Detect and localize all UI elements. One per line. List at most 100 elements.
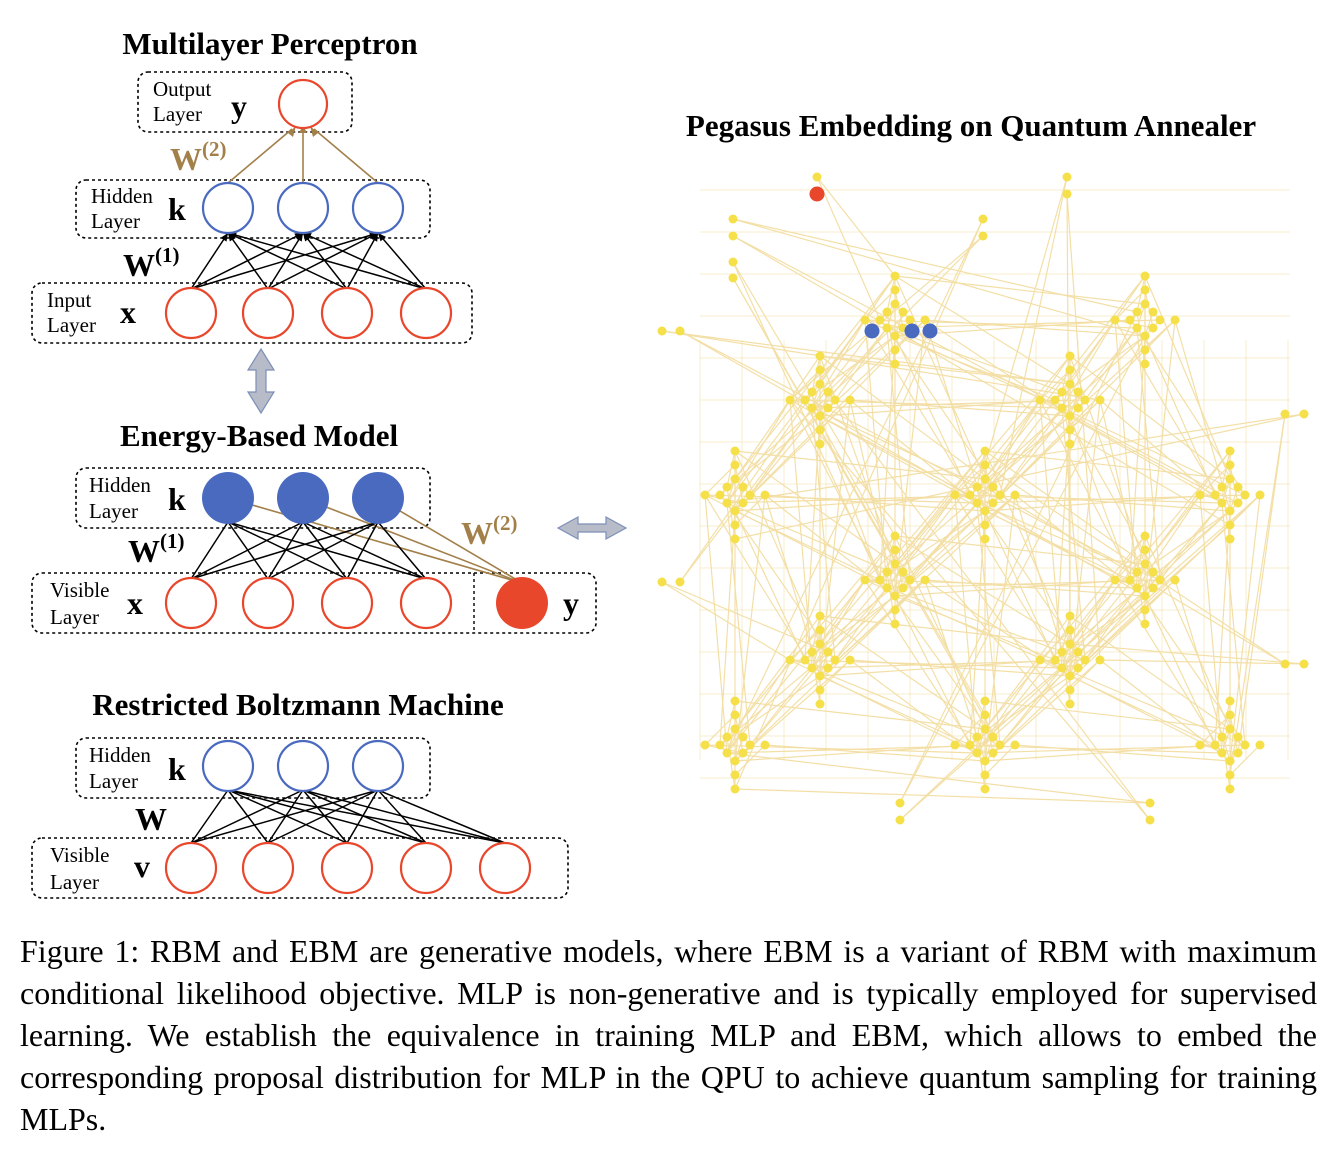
qubit bbox=[890, 271, 900, 281]
mlp-w1-edges bbox=[190, 231, 427, 290]
qubit bbox=[1050, 395, 1060, 405]
embedded-label-qubit bbox=[809, 186, 825, 202]
qubit bbox=[815, 639, 825, 649]
ebm-hidden-node bbox=[352, 472, 404, 524]
coupler bbox=[924, 319, 986, 512]
weight-edge bbox=[227, 521, 269, 580]
coupler bbox=[811, 667, 1001, 746]
weight-edge bbox=[190, 232, 304, 290]
qubit bbox=[675, 577, 685, 587]
qubit bbox=[890, 285, 900, 295]
qubit bbox=[815, 411, 825, 421]
pegasus-qubits bbox=[657, 172, 1309, 825]
coupler bbox=[1069, 355, 1231, 480]
qubit bbox=[812, 172, 822, 182]
qubit bbox=[700, 490, 710, 500]
qubit bbox=[1062, 189, 1072, 199]
coupler bbox=[1136, 587, 1246, 746]
qubit bbox=[980, 506, 990, 516]
qubit bbox=[1140, 271, 1150, 281]
weight-edge bbox=[227, 521, 348, 580]
qubit bbox=[1140, 345, 1150, 355]
qubit bbox=[785, 655, 795, 665]
qubit bbox=[815, 425, 825, 435]
weight-edge bbox=[302, 232, 427, 290]
coupler bbox=[1144, 450, 1231, 565]
qubit bbox=[875, 315, 885, 325]
coupler bbox=[726, 502, 911, 581]
coupler bbox=[899, 311, 1138, 804]
coupler bbox=[1069, 643, 1305, 665]
coupler bbox=[976, 502, 1001, 746]
coupler bbox=[894, 535, 1146, 565]
coupler bbox=[734, 788, 1151, 804]
rbm-hidden-layer-box bbox=[75, 737, 431, 799]
qubit bbox=[1080, 395, 1090, 405]
mlp-hidden-var: k bbox=[168, 191, 186, 227]
qubit bbox=[980, 756, 990, 766]
qubit bbox=[815, 699, 825, 709]
ebm-visible-label-1: Visible bbox=[50, 578, 109, 602]
qubit bbox=[875, 575, 885, 585]
coupler bbox=[1144, 535, 1231, 730]
qubit bbox=[1125, 315, 1135, 325]
coupler bbox=[789, 399, 888, 589]
coupler bbox=[734, 355, 821, 480]
qubit bbox=[728, 214, 738, 224]
coupler bbox=[984, 535, 1146, 730]
figure-caption: Figure 1: RBM and EBM are generative mod… bbox=[20, 933, 1317, 1137]
qubit bbox=[1210, 490, 1220, 500]
coupler bbox=[894, 595, 1056, 661]
coupler bbox=[661, 330, 1071, 385]
qubit bbox=[1065, 379, 1075, 389]
coupler bbox=[661, 581, 791, 661]
coupler bbox=[976, 502, 1086, 661]
qubit bbox=[1095, 655, 1105, 665]
qubit bbox=[815, 351, 825, 361]
mlp-hidden-node bbox=[276, 181, 330, 235]
qubit bbox=[1132, 567, 1142, 577]
qubit bbox=[1140, 285, 1150, 295]
coupler bbox=[679, 319, 881, 583]
mlp-diagram: Multilayer Perceptron Output Layer y Hid… bbox=[31, 26, 473, 344]
coupler bbox=[894, 535, 1071, 645]
qubit bbox=[1065, 699, 1075, 709]
weight-edge bbox=[190, 232, 229, 290]
weight-edge bbox=[227, 789, 348, 844]
qubit bbox=[1240, 740, 1250, 750]
qubit bbox=[815, 611, 825, 621]
qubit bbox=[1065, 671, 1075, 681]
qubit bbox=[1255, 490, 1265, 500]
coupler bbox=[732, 235, 1231, 526]
ebm-w2-letter: W bbox=[461, 515, 493, 551]
qubit bbox=[807, 387, 817, 397]
coupler bbox=[819, 415, 881, 581]
rbm-hidden-node bbox=[351, 739, 405, 793]
qubit bbox=[1140, 545, 1150, 555]
coupler bbox=[819, 450, 986, 645]
coupler bbox=[661, 581, 829, 653]
coupler bbox=[1114, 289, 1146, 321]
coupler bbox=[1114, 319, 1223, 504]
weight-edge bbox=[190, 521, 379, 580]
coupler bbox=[811, 407, 836, 661]
qubit bbox=[807, 403, 817, 413]
weight-edge bbox=[267, 232, 379, 290]
coupler bbox=[726, 752, 1151, 804]
weight-edge bbox=[190, 789, 229, 844]
qubit bbox=[1225, 710, 1235, 720]
mlp-w2-letter: W bbox=[170, 141, 202, 177]
weight-edge bbox=[227, 232, 269, 290]
qubit bbox=[1145, 815, 1155, 825]
qubit bbox=[730, 446, 740, 456]
qubit bbox=[1065, 639, 1075, 649]
qubit bbox=[738, 498, 748, 508]
coupler bbox=[1129, 510, 1231, 581]
qubit bbox=[895, 798, 905, 808]
coupler bbox=[1237, 413, 1286, 754]
qubit bbox=[890, 619, 900, 629]
coupler bbox=[764, 744, 986, 762]
qubit bbox=[1065, 611, 1075, 621]
mlp-hidden-label-1: Hidden bbox=[91, 184, 153, 208]
qubit bbox=[1110, 315, 1120, 325]
